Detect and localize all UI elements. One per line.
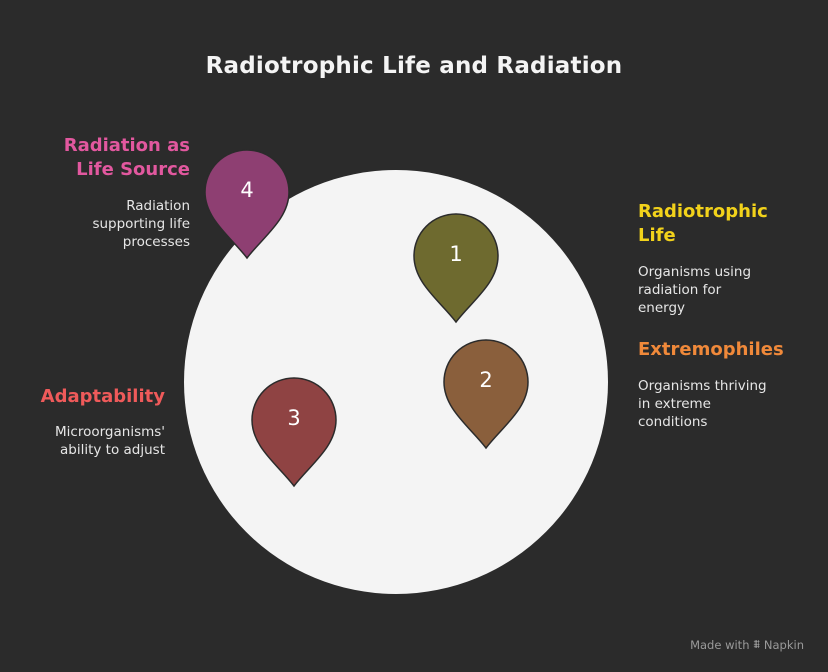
- item-4-label-line: Life Source: [76, 159, 190, 180]
- item-2-description-line: conditions: [638, 414, 708, 430]
- pin-4-marker: [204, 149, 290, 260]
- pin-4-number: 4: [240, 178, 253, 202]
- pin-1: 1: [413, 213, 499, 324]
- footer-brand: Napkin: [763, 637, 804, 652]
- pin-3: 3: [251, 377, 337, 488]
- item-4-description-line: processes: [122, 234, 190, 250]
- item-4-description: Radiation supporting life processes: [92, 197, 190, 251]
- item-2-description-line: in extreme: [638, 396, 711, 412]
- item-1-label-line: Radiotrophic: [638, 201, 768, 222]
- item-2-label: Extremophiles: [638, 338, 784, 362]
- pin-3-marker: [251, 377, 337, 488]
- item-3-description: Microorganisms' ability to adjust: [55, 423, 165, 459]
- napkin-footer: Made with ⩩ Napkin: [690, 637, 804, 652]
- pin-1-marker: [413, 213, 499, 324]
- item-4-label: Radiation as Life Source: [64, 134, 190, 182]
- pin-2-marker: [443, 339, 529, 450]
- napkin-logo-icon: ⩩: [753, 637, 760, 651]
- item-2-description: Organisms thriving in extreme conditions: [638, 377, 767, 431]
- item-3-description-line: ability to adjust: [60, 442, 165, 458]
- item-1-description-line: Organisms using: [638, 264, 752, 280]
- item-1-description-line: radiation for: [638, 282, 722, 298]
- item-4-label-line: Radiation as: [63, 135, 190, 156]
- pin-1-number: 1: [449, 242, 462, 266]
- item-4-description-line: supporting life: [92, 216, 190, 232]
- item-2-description-line: Organisms thriving: [638, 378, 767, 394]
- central-circle: [184, 170, 608, 594]
- item-3-description-line: Microorganisms': [55, 424, 165, 440]
- pin-2: 2: [443, 339, 529, 450]
- item-3-label: Adaptability: [41, 385, 165, 409]
- footer-made-with: Made with: [690, 637, 750, 652]
- pin-2-number: 2: [479, 368, 492, 392]
- item-1-label: Radiotrophic Life: [638, 200, 768, 248]
- item-4-description-line: Radiation: [126, 198, 190, 214]
- pin-4: 4: [204, 149, 290, 260]
- item-1-label-line: Life: [638, 225, 676, 246]
- item-3-label-line: Adaptability: [40, 386, 165, 407]
- item-2-label-line: Extremophiles: [638, 339, 784, 360]
- pin-3-number: 3: [287, 406, 300, 430]
- item-1-description-line: energy: [638, 300, 686, 316]
- diagram-title: Radiotrophic Life and Radiation: [205, 53, 623, 79]
- item-1-description: Organisms using radiation for energy: [638, 263, 751, 317]
